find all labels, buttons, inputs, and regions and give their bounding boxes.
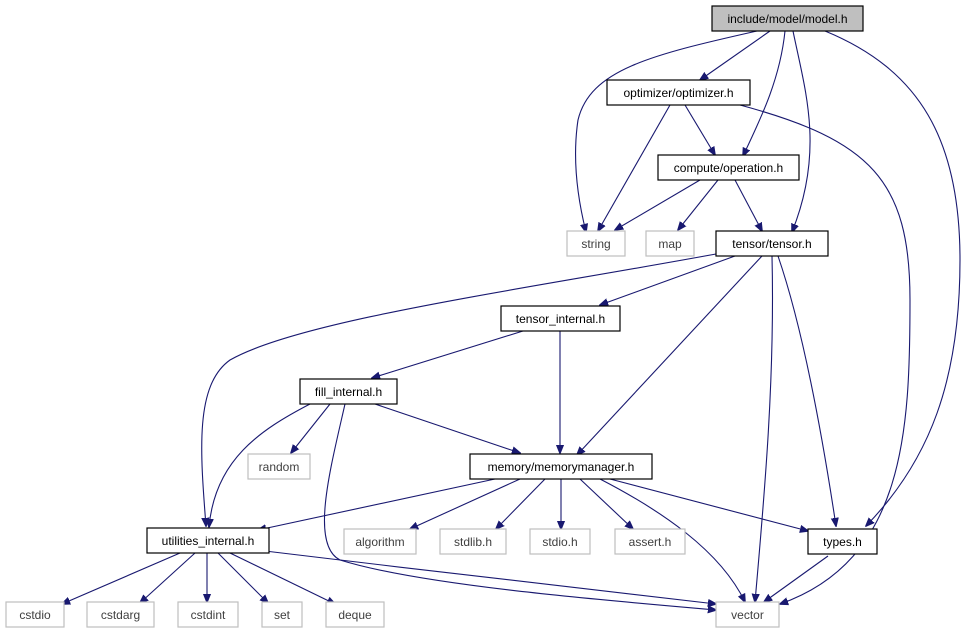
node-operation[interactable]: compute/operation.h bbox=[657, 154, 800, 181]
node-algorithm: algorithm bbox=[343, 528, 417, 555]
node-label-deque: deque bbox=[338, 608, 372, 622]
edge-utilities-vector bbox=[264, 550, 716, 604]
node-label-cstdint: cstdint bbox=[191, 608, 226, 622]
edge-utilities-cstdio bbox=[62, 552, 181, 604]
node-optimizer[interactable]: optimizer/optimizer.h bbox=[606, 79, 751, 106]
node-label-fill-internal: fill_internal.h bbox=[315, 385, 382, 399]
node-label-memorymanager: memory/memorymanager.h bbox=[488, 460, 635, 474]
edge-tensor-utilities bbox=[202, 253, 717, 526]
node-memorymanager[interactable]: memory/memorymanager.h bbox=[469, 453, 653, 480]
node-string: string bbox=[566, 230, 626, 257]
edge-utilities-cstdarg bbox=[140, 552, 196, 603]
edge-fill-internal-memorymanager bbox=[374, 403, 520, 453]
node-tensor-internal[interactable]: tensor_internal.h bbox=[500, 305, 621, 332]
edge-utilities-set bbox=[217, 552, 268, 603]
node-deque: deque bbox=[325, 601, 385, 628]
edge-memorymanager-stdlib bbox=[496, 478, 546, 529]
edge-memorymanager-assert bbox=[579, 478, 633, 529]
edge-operation-tensor bbox=[734, 179, 762, 231]
edge-types-vector bbox=[764, 555, 829, 602]
node-utilities[interactable]: utilities_internal.h bbox=[146, 527, 270, 554]
edge-memorymanager-types bbox=[609, 478, 808, 531]
edges-layer bbox=[62, 30, 961, 610]
node-label-cstdio: cstdio bbox=[19, 608, 51, 622]
nodes-layer: include/model/model.h optimizer/optimize… bbox=[5, 5, 878, 628]
node-label-operation: compute/operation.h bbox=[674, 161, 783, 175]
edge-model-optimizer bbox=[700, 30, 771, 80]
node-cstdio: cstdio bbox=[5, 601, 65, 628]
edge-memorymanager-algorithm bbox=[410, 478, 521, 529]
node-vector: vector bbox=[715, 601, 780, 628]
node-label-vector: vector bbox=[731, 608, 764, 622]
node-label-tensor: tensor/tensor.h bbox=[732, 237, 811, 251]
edge-fill-internal-random bbox=[291, 403, 331, 453]
node-label-utilities: utilities_internal.h bbox=[162, 534, 255, 548]
node-label-tensor-internal: tensor_internal.h bbox=[516, 312, 605, 326]
edge-fill-internal-utilities bbox=[209, 403, 311, 527]
node-label-cstdarg: cstdarg bbox=[101, 608, 140, 622]
node-label-assert: assert.h bbox=[629, 535, 672, 549]
node-label-algorithm: algorithm bbox=[355, 535, 404, 549]
node-cstdint: cstdint bbox=[177, 601, 239, 628]
node-label-types: types.h bbox=[823, 535, 862, 549]
edge-model-operation bbox=[743, 30, 786, 156]
node-cstdarg: cstdarg bbox=[86, 601, 155, 628]
edge-operation-map bbox=[678, 179, 719, 230]
node-tensor[interactable]: tensor/tensor.h bbox=[715, 230, 829, 257]
node-label-model: include/model/model.h bbox=[727, 12, 847, 26]
node-model[interactable]: include/model/model.h bbox=[711, 5, 864, 32]
edge-optimizer-operation bbox=[684, 104, 715, 155]
edge-tensor-types bbox=[777, 255, 836, 526]
edge-tensor-tensor-internal bbox=[600, 255, 736, 305]
edge-tensor-internal-fill-internal bbox=[372, 330, 524, 378]
edge-tensor-memorymanager bbox=[577, 255, 763, 455]
node-label-random: random bbox=[259, 460, 300, 474]
edge-memorymanager-utilities bbox=[258, 478, 496, 530]
edge-model-tensor bbox=[792, 30, 811, 232]
node-types[interactable]: types.h bbox=[807, 528, 878, 555]
node-set: set bbox=[261, 601, 303, 628]
edge-tensor-vector bbox=[755, 255, 774, 602]
node-fill-internal[interactable]: fill_internal.h bbox=[299, 378, 398, 405]
edge-optimizer-string bbox=[598, 104, 671, 231]
node-label-string: string bbox=[581, 237, 610, 251]
edge-model-types bbox=[824, 30, 961, 526]
node-stdio: stdio.h bbox=[529, 528, 591, 555]
node-label-optimizer: optimizer/optimizer.h bbox=[623, 86, 733, 100]
node-label-set: set bbox=[274, 608, 291, 622]
node-random: random bbox=[247, 453, 311, 480]
edge-model-string bbox=[575, 30, 758, 232]
edge-fill-internal-vector bbox=[323, 403, 716, 610]
edge-utilities-deque bbox=[229, 552, 335, 604]
node-label-stdio: stdio.h bbox=[542, 535, 577, 549]
node-map: map bbox=[645, 230, 695, 257]
node-label-map: map bbox=[658, 237, 682, 251]
node-label-stdlib: stdlib.h bbox=[454, 535, 492, 549]
edge-operation-string bbox=[615, 179, 701, 230]
node-assert: assert.h bbox=[614, 528, 686, 555]
node-stdlib: stdlib.h bbox=[439, 528, 507, 555]
